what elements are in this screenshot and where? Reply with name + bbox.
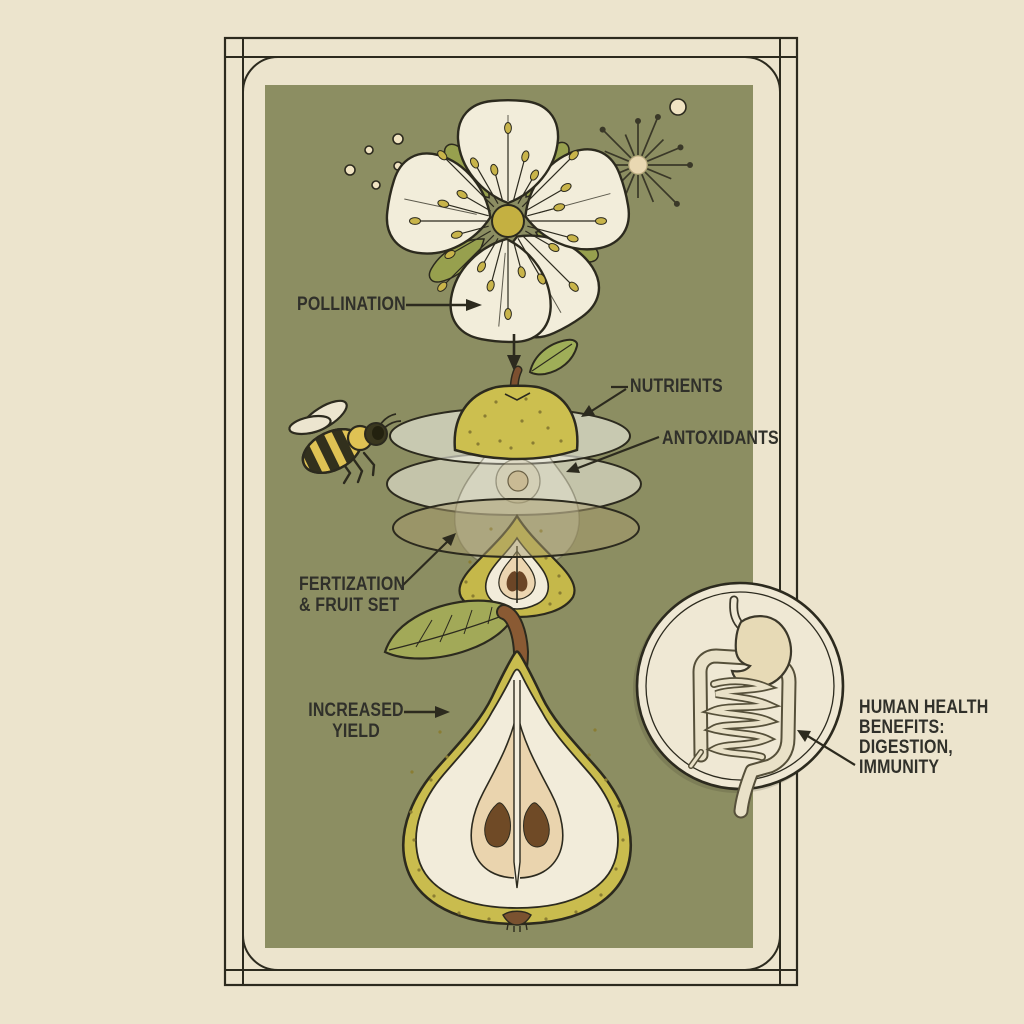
label-yield-line2: YIELD xyxy=(332,721,380,742)
small-intestine xyxy=(700,677,782,761)
label-human-health: HUMAN HEALTH BENEFITS: DIGESTION, IMMUNI… xyxy=(859,698,988,778)
label-health-line3: DIGESTION, xyxy=(859,737,953,758)
label-fertilization: FERTIZATION & FRUIT SET xyxy=(299,574,405,616)
pear-top-with-leaf-icon xyxy=(453,338,579,461)
yield-arrow xyxy=(404,706,450,718)
label-health-line2: BENEFITS: xyxy=(859,717,945,738)
down-arrow-icon xyxy=(507,334,521,371)
label-increased-yield: INCREASED YIELD xyxy=(306,700,407,742)
frame-corner-arc xyxy=(744,934,781,971)
label-fertilization-line1: FERTIZATION xyxy=(299,574,406,595)
stamens xyxy=(409,121,607,320)
bee-eye xyxy=(372,426,384,440)
fertilization-arrow xyxy=(401,533,456,587)
frame-corner-arc xyxy=(744,56,781,93)
label-health-line4: IMMUNITY xyxy=(859,757,940,778)
pear-half-cross-section-icon xyxy=(383,599,632,932)
label-antioxidants: ANTOXIDANTS xyxy=(662,428,779,449)
pear-blossom-icon xyxy=(378,99,639,352)
speckles xyxy=(409,728,625,921)
stomach xyxy=(730,615,793,689)
label-pollination: POLLINATION xyxy=(297,294,406,315)
nutrients-arrow xyxy=(581,385,628,417)
speckles xyxy=(468,397,563,450)
slice-disc xyxy=(392,498,640,558)
label-yield-line1: INCREASED xyxy=(308,700,404,721)
bee-wing xyxy=(288,414,332,436)
honeybee-icon xyxy=(288,399,402,485)
flower-center xyxy=(491,204,525,238)
frame-corner-arc xyxy=(242,934,279,971)
small-pear-cross-section-icon xyxy=(458,513,576,619)
pollen-dots-icon xyxy=(344,98,687,190)
digestive-system-circle-icon xyxy=(633,581,845,819)
health-arrow xyxy=(797,730,856,766)
label-fertilization-line2: & FRUIT SET xyxy=(299,595,400,616)
bee-antenna xyxy=(379,413,397,426)
frame-corner-arc xyxy=(242,56,279,93)
bee-antenna xyxy=(383,420,402,429)
frame-border xyxy=(223,36,799,987)
pollination-arrow xyxy=(406,299,482,311)
label-health-line1: HUMAN HEALTH xyxy=(859,697,989,718)
antioxidants-arrow xyxy=(566,435,660,473)
label-nutrients: NUTRIENTS xyxy=(630,376,723,397)
bee-abdomen xyxy=(297,423,363,482)
